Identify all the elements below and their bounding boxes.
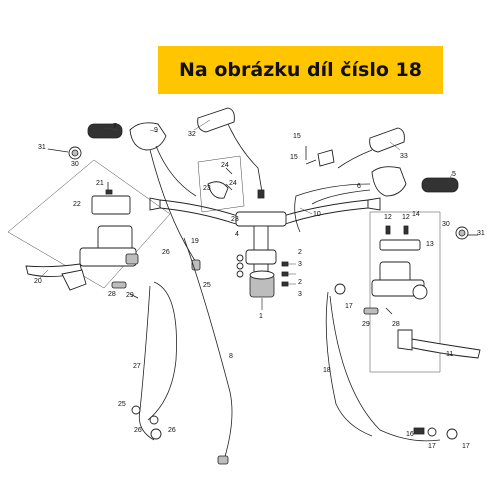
callout-7: 7 — [113, 123, 117, 130]
callout-1: 1 — [259, 313, 263, 320]
left-mirror — [197, 107, 265, 199]
callout-26: 26 — [134, 427, 142, 434]
callout-31: 31 — [38, 144, 46, 151]
hoses-and-cables — [131, 237, 458, 465]
callout-17: 17 — [462, 443, 470, 450]
callout-24: 24 — [221, 162, 229, 169]
callout-17: 17 — [428, 443, 436, 450]
callout-25: 25 — [118, 401, 126, 408]
callout-16: 16 — [406, 431, 414, 438]
callout-9: 9 — [154, 127, 158, 134]
callout-11: 11 — [446, 351, 453, 358]
callout-4: 4 — [235, 231, 239, 238]
callout-15: 15 — [293, 133, 301, 140]
callout-12: 12 — [402, 214, 410, 221]
callout-27: 27 — [133, 363, 141, 370]
callout-29: 29 — [126, 292, 134, 299]
callout-23: 23 — [203, 185, 211, 192]
callout-30: 30 — [442, 221, 450, 228]
callout-3: 3 — [298, 291, 302, 298]
callout-28: 28 — [108, 291, 116, 298]
steering-stem — [245, 225, 277, 310]
callout-15: 15 — [290, 154, 298, 161]
callout-3: 3 — [298, 261, 302, 268]
mirror-clamp — [197, 155, 245, 213]
callout-25: 25 — [203, 282, 211, 289]
callout-2: 2 — [298, 279, 302, 286]
callout-12: 12 — [384, 214, 392, 221]
leader-lines — [39, 119, 453, 355]
callout-labels: 1 2 2 3 3 4 5 6 7 8 9 10 11 12 12 13 14 … — [34, 123, 485, 450]
callout-17: 17 — [345, 303, 353, 310]
callout-32: 32 — [188, 131, 196, 138]
right-brake-master-cylinder — [369, 211, 481, 373]
callout-8: 8 — [229, 353, 233, 360]
callout-18: 18 — [323, 367, 331, 374]
highlight-banner: Na obrázku díl číslo 18 — [158, 46, 443, 94]
callout-21: 21 — [96, 180, 104, 187]
banner-text: Na obrázku díl číslo 18 — [179, 59, 422, 81]
callout-6: 6 — [357, 183, 361, 190]
callout-23: 23 — [231, 216, 239, 223]
right-grip-assembly — [294, 146, 459, 233]
callout-2: 2 — [298, 249, 302, 256]
bolt-group-center — [236, 254, 296, 287]
callout-14: 14 — [412, 211, 420, 218]
right-mirror — [337, 127, 405, 169]
callout-10: 10 — [313, 211, 321, 218]
left-brake-master-cylinder — [7, 159, 171, 291]
callout-29: 29 — [362, 321, 370, 328]
callout-33: 33 — [400, 153, 408, 160]
callout-24: 24 — [229, 180, 237, 187]
callout-20: 20 — [34, 278, 42, 285]
callout-5: 5 — [452, 171, 456, 178]
callout-28: 28 — [392, 321, 400, 328]
callout-22: 22 — [73, 201, 81, 208]
callout-13: 13 — [426, 241, 434, 248]
handlebar — [149, 197, 381, 227]
callout-26: 26 — [162, 249, 170, 256]
callout-31: 31 — [477, 230, 485, 237]
left-grip-assembly — [47, 122, 201, 271]
callout-30: 30 — [71, 161, 79, 168]
callout-19: 19 — [191, 238, 199, 245]
right-bar-end — [455, 226, 478, 240]
callout-26: 26 — [168, 427, 176, 434]
fittings — [111, 281, 393, 315]
